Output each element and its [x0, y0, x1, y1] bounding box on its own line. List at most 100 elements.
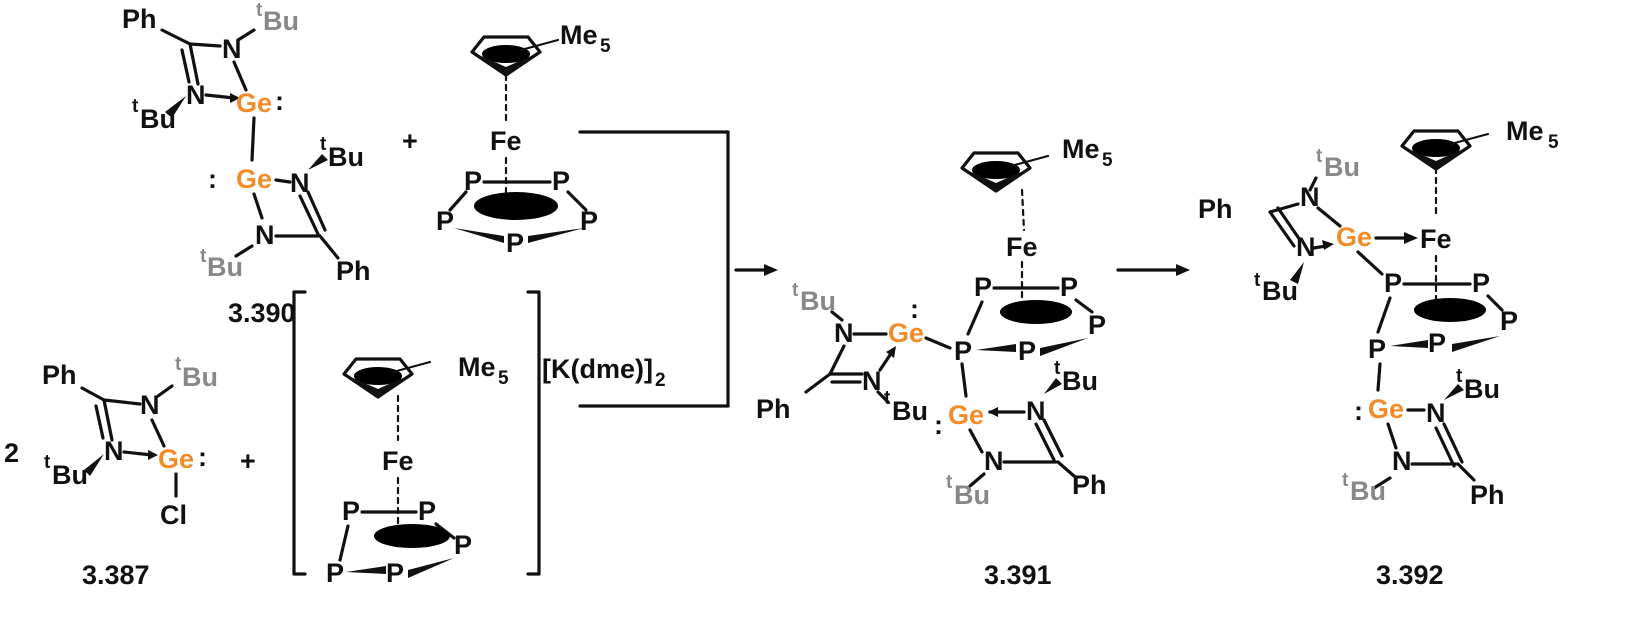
atom-n: N — [186, 80, 206, 110]
compound-cpfep5: Me 5 Fe P P P P P — [436, 20, 611, 258]
lone-pair: : — [1354, 396, 1363, 426]
atom-ph: Ph — [336, 256, 371, 286]
atom-n: N — [1026, 396, 1046, 426]
atom-ge: Ge — [948, 400, 984, 430]
atom-ge: Ge — [1368, 394, 1404, 424]
lone-pair: : — [934, 410, 943, 440]
tbu-t: t — [1254, 270, 1261, 291]
lone-pair: : — [198, 442, 207, 472]
atom-p: P — [326, 558, 344, 588]
lone-pair: : — [208, 164, 217, 194]
atom-n: N — [104, 436, 124, 466]
atom-n: N — [140, 390, 160, 420]
compound-label-3-387: 3.387 — [82, 560, 150, 590]
stoichiometric-coefficient: 2 — [4, 438, 19, 468]
tbu-t: t — [256, 0, 263, 21]
atom-p: P — [580, 206, 598, 236]
atom-n: N — [1426, 398, 1446, 428]
atom-fe: Fe — [1006, 232, 1038, 262]
tbu-t: t — [320, 134, 327, 155]
me5-label: Me — [1506, 116, 1544, 146]
me5-sub: 5 — [1548, 132, 1559, 153]
atom-p: P — [1428, 328, 1446, 358]
compound-3-387: 2 Ph N t Bu N t Bu Ge : Cl 3.387 — [4, 354, 218, 590]
tbu-label: Bu — [1324, 152, 1360, 182]
atom-n: N — [834, 318, 854, 348]
lone-pair: : — [910, 294, 919, 324]
atom-n: N — [862, 366, 882, 396]
tbu-label: Bu — [52, 460, 88, 490]
counterion-subscript: 2 — [655, 370, 666, 391]
atom-n: N — [1300, 182, 1320, 212]
compound-cpfep4-anion: Me 5 [K(dme)] 2 Fe P P P P P — [292, 290, 666, 588]
atom-ph: Ph — [1072, 470, 1107, 500]
tbu-label: Bu — [1350, 476, 1386, 506]
tbu-label: Bu — [892, 396, 928, 426]
atom-ph: Ph — [122, 4, 157, 34]
reaction-arrow-merge — [578, 130, 778, 408]
me5-label: Me — [458, 352, 496, 382]
tbu-label: Bu — [1262, 276, 1298, 306]
atom-p: P — [1368, 334, 1386, 364]
tbu-t: t — [200, 246, 207, 267]
atom-p: P — [974, 272, 992, 302]
atom-cl: Cl — [160, 500, 187, 530]
atom-p: P — [436, 206, 454, 236]
atom-p: P — [506, 228, 524, 258]
atom-ph: Ph — [1470, 480, 1505, 510]
atom-p: P — [1018, 336, 1036, 366]
tbu-t: t — [1342, 470, 1349, 491]
compound-label-3-391: 3.391 — [984, 560, 1052, 590]
tbu-t: t — [175, 354, 182, 375]
lone-pair: : — [275, 86, 284, 116]
compound-3-392: Me 5 Fe P P P P P Ge N t Bu Ph N t Bu — [1198, 116, 1559, 590]
tbu-t: t — [1456, 366, 1463, 387]
tbu-t: t — [132, 96, 139, 117]
atom-n: N — [1392, 446, 1412, 476]
tbu-t: t — [792, 280, 799, 301]
atom-p: P — [386, 558, 404, 588]
tbu-label: Bu — [263, 6, 299, 36]
atom-p: P — [464, 166, 482, 196]
tbu-t: t — [884, 388, 891, 409]
atom-fe: Fe — [382, 446, 414, 476]
atom-p: P — [1384, 268, 1402, 298]
atom-n: N — [255, 220, 275, 250]
atom-p: P — [454, 530, 472, 560]
atom-fe: Fe — [1420, 224, 1452, 254]
tbu-label: Bu — [182, 362, 218, 392]
atom-ge: Ge — [888, 318, 924, 348]
atom-ge: Ge — [236, 164, 272, 194]
atom-ph: Ph — [1198, 194, 1233, 224]
atom-n: N — [1296, 232, 1316, 262]
atom-p: P — [1088, 310, 1106, 340]
plus-sign: + — [240, 446, 256, 476]
me5-sub: 5 — [600, 36, 611, 57]
tbu-label: Bu — [954, 480, 990, 510]
counterion-label: [K(dme)] — [542, 354, 653, 384]
tbu-t: t — [44, 452, 51, 473]
atom-ph: Ph — [756, 394, 791, 424]
atom-fe: Fe — [490, 126, 522, 156]
tbu-t: t — [1316, 146, 1323, 167]
me5-sub: 5 — [1102, 150, 1113, 171]
atom-ge: Ge — [158, 444, 194, 474]
tbu-label: Bu — [140, 104, 176, 134]
atom-n: N — [222, 34, 242, 64]
compound-3-391: Me 5 Fe P P P P P Ge : N t Bu N Ph t Bu — [756, 134, 1113, 590]
atom-n: N — [984, 446, 1004, 476]
tbu-label: Bu — [1464, 374, 1500, 404]
tbu-label: Bu — [328, 142, 364, 172]
atom-n: N — [290, 168, 310, 198]
atom-p: P — [418, 496, 436, 526]
reaction-arrow — [1116, 264, 1190, 276]
atom-ge: Ge — [1336, 222, 1372, 252]
tbu-label: Bu — [1062, 366, 1098, 396]
tbu-label: Bu — [207, 252, 243, 282]
atom-p: P — [1472, 268, 1490, 298]
atom-ph: Ph — [42, 360, 77, 390]
atom-p: P — [1500, 306, 1518, 336]
atom-p: P — [1060, 272, 1078, 302]
me5-label: Me — [1062, 134, 1100, 164]
